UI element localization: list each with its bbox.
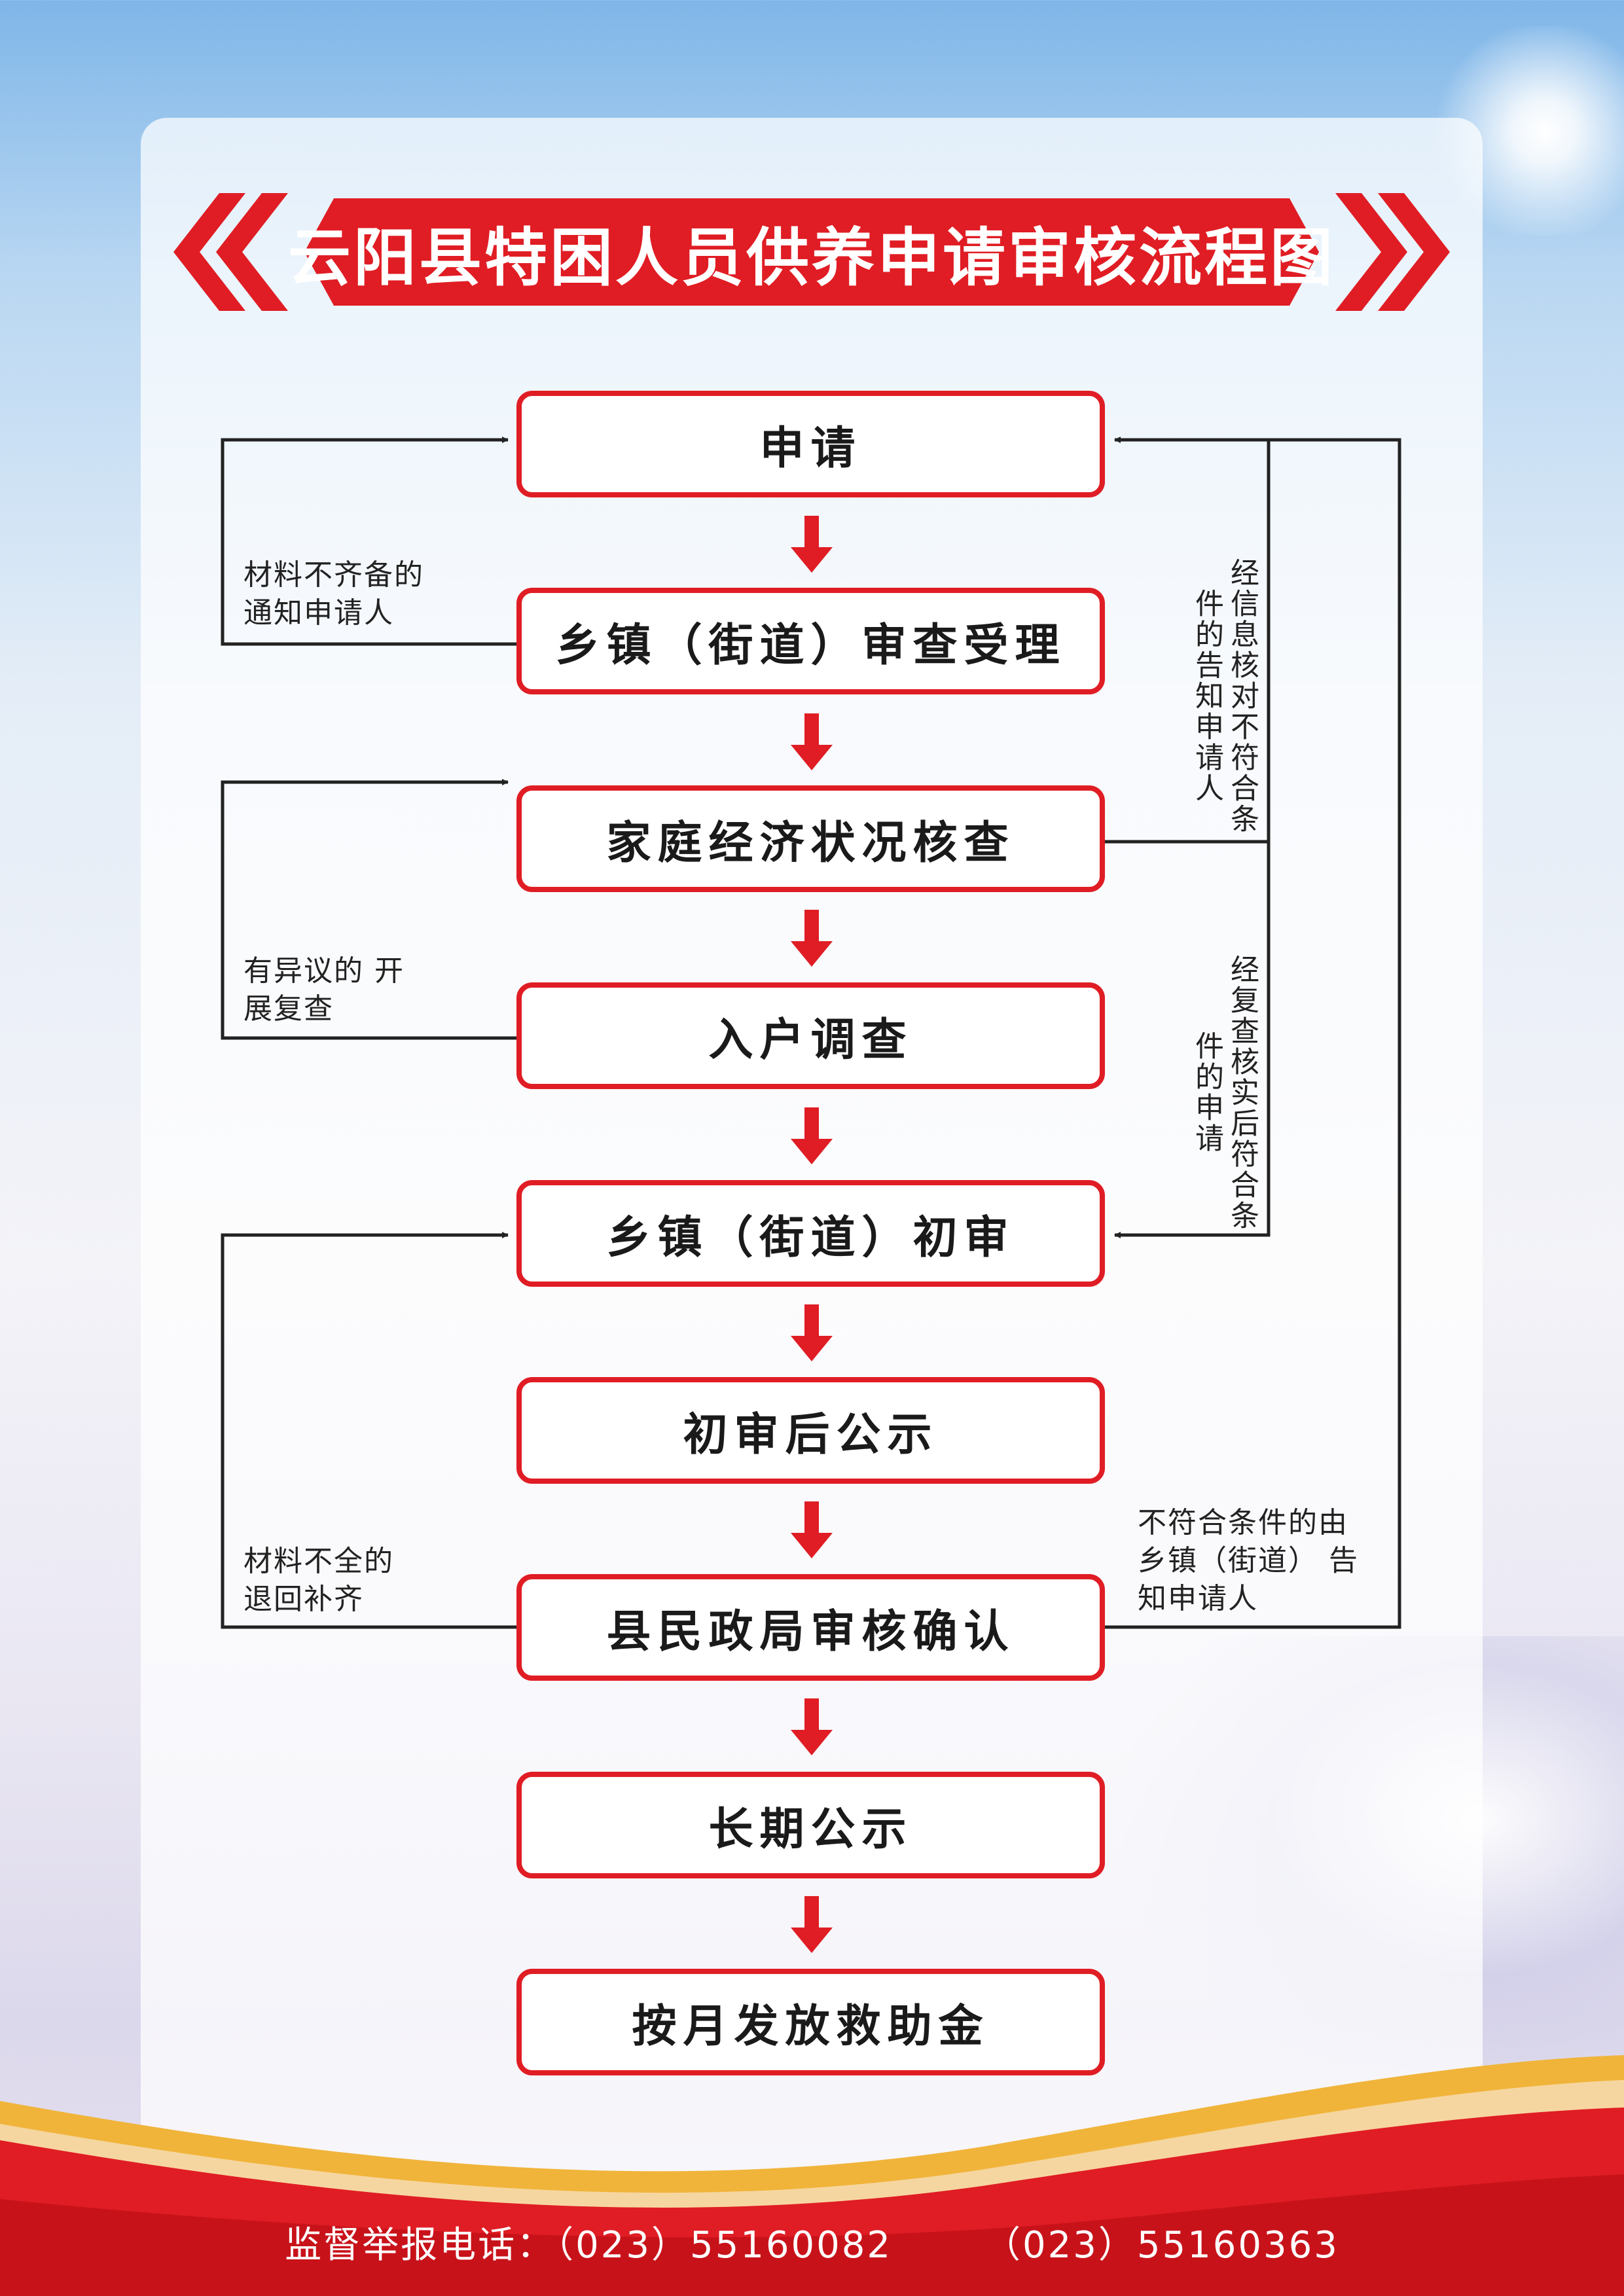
down-arrow — [791, 713, 833, 770]
loop-left-3 — [221, 1232, 516, 1629]
note-info-not-qualified: 经信息核对不符合条件的告知申请人 — [1190, 557, 1259, 834]
footer-phone-1: （023）55160082 — [555, 2223, 892, 2267]
step-apply: 申请 — [516, 391, 1105, 497]
down-arrow — [791, 910, 833, 967]
step-home-visit: 入户调查 — [516, 982, 1105, 1089]
down-arrows — [791, 516, 833, 1953]
loop-left-2 — [221, 779, 516, 1040]
note-recheck-qualified: 经复查核实后符合条件的申请 — [1190, 954, 1259, 1231]
loop-right-inner — [1105, 437, 1271, 844]
footer-phone-2: （023）55160363 — [984, 2223, 1339, 2267]
step-township-initial-review: 乡镇（街道）初审 — [516, 1180, 1105, 1287]
step-economic-check: 家庭经济状况核查 — [516, 785, 1105, 892]
page-title: 云阳县特困人员供养申请审核流程图 — [288, 220, 1335, 295]
down-arrow — [791, 1107, 833, 1164]
down-arrow — [791, 516, 833, 573]
step-initial-publicity: 初审后公示 — [516, 1377, 1105, 1484]
footer-hotline-group: 监督举报电话：（023）55160082 — [285, 2215, 892, 2269]
step-county-confirm: 县民政局审核确认 — [516, 1574, 1105, 1681]
down-arrow — [791, 1698, 833, 1755]
down-arrow — [791, 1304, 833, 1361]
footer-hotline: 监督举报电话：（023）55160082 （023）55160363 — [0, 2212, 1624, 2271]
title-banner — [173, 193, 1450, 311]
loop-right-outer — [1105, 438, 1401, 1629]
down-arrow — [791, 1501, 833, 1558]
step-township-accept: 乡镇（街道）审查受理 — [516, 588, 1105, 694]
note-not-qualified: 不符合条件的由 乡镇（街道） 告知申请人 — [1138, 1506, 1359, 1615]
note-materials-incomplete: 材料不齐备的 通知申请人 — [244, 558, 424, 630]
step-monthly-payment: 按月发放救助金 — [516, 1969, 1105, 2075]
loop-left-1 — [221, 437, 516, 646]
footer-label: 监督举报电话： — [285, 2223, 556, 2267]
down-arrow — [791, 1896, 833, 1953]
step-long-term-publicity: 长期公示 — [516, 1772, 1105, 1878]
loop-right-inner-2 — [1114, 842, 1271, 1238]
note-materials-return: 材料不全的 退回补齐 — [244, 1545, 394, 1616]
note-dispute-review: 有异议的 开展复查 — [244, 954, 405, 1026]
footer-ribbon — [0, 2055, 1624, 2296]
